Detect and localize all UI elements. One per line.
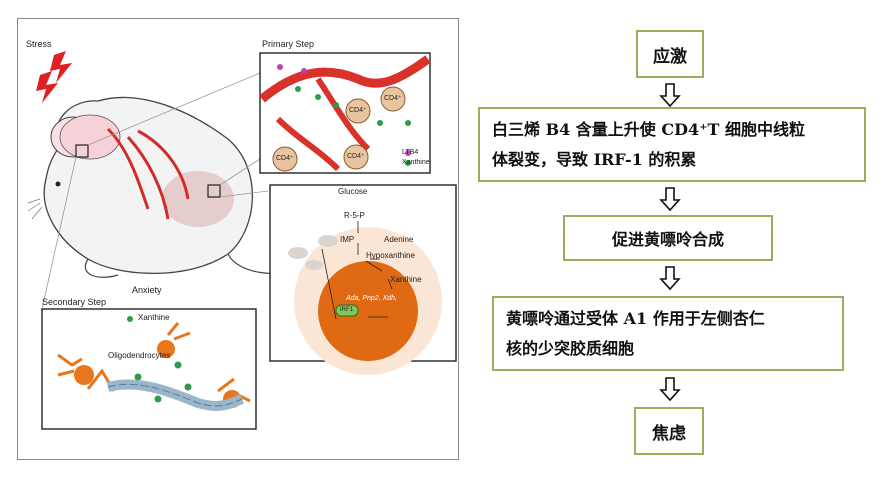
down-arrow-icon: [659, 187, 681, 212]
irf1-label: IRF1: [340, 307, 354, 313]
flow-step-ltb4: 白三烯 B4 含量上升使 CD4⁺T 细胞中线粒 体裂变，导致 IRF-1 的积…: [478, 107, 866, 182]
secondary-xanthine-legend: Xanthine: [138, 313, 170, 322]
lightning-icon: [36, 71, 58, 103]
legend-ltb4: LTB4: [402, 149, 419, 156]
cd4-label: CD4⁺: [349, 107, 367, 114]
legend-xanthine: Xanthine: [402, 159, 430, 166]
flow-step-anxiety: 焦虑: [634, 407, 704, 455]
secondary-step-label: Secondary Step: [42, 297, 107, 307]
illustration-panel: Stress Primary Step Secondary Step Anxie…: [17, 18, 459, 460]
oligodendrocyte-cell: [74, 365, 94, 385]
flow-step-xanthine-synthesis: 促进黄嘌呤合成: [563, 215, 773, 261]
r5p-label: R-5-P: [344, 211, 365, 220]
oligodendrocytes-label: Oligodendrocytes: [108, 351, 171, 360]
spleen-zoom-box: [207, 184, 221, 198]
lightning-icon: [50, 51, 72, 83]
stress-label: Stress: [26, 39, 52, 49]
flow-step-stress: 应激: [636, 30, 704, 78]
cd4-label: CD4⁺: [384, 95, 402, 102]
down-arrow-icon: [659, 83, 681, 108]
cd4-label: CD4⁺: [347, 153, 365, 160]
mouse-drawing: [27, 72, 309, 310]
adenine-label: Adenine: [384, 235, 414, 244]
stress-anxiety-illustration: [27, 51, 457, 430]
down-arrow-icon: [659, 266, 681, 291]
down-arrow-icon: [659, 377, 681, 402]
genes-label: Ada, Pnp2, Xdh,: [346, 295, 397, 302]
glucose-label: Glucose: [338, 187, 368, 196]
secondary-step-box: [41, 308, 257, 430]
brain-zoom-box: [75, 144, 89, 158]
primary-step-label: Primary Step: [262, 39, 315, 49]
anxiety-label: Anxiety: [132, 285, 162, 295]
flow-step-oligodendrocytes: 黄嘌呤通过受体 A1 作用于左侧杏仁 核的少突胶质细胞: [492, 296, 844, 371]
cd4-label: CD4⁺: [276, 155, 294, 162]
xanthine-label: Xanthine: [390, 275, 422, 284]
hypoxanthine-label: Hypoxanthine: [366, 251, 415, 260]
imp-label: IMP: [340, 235, 355, 244]
